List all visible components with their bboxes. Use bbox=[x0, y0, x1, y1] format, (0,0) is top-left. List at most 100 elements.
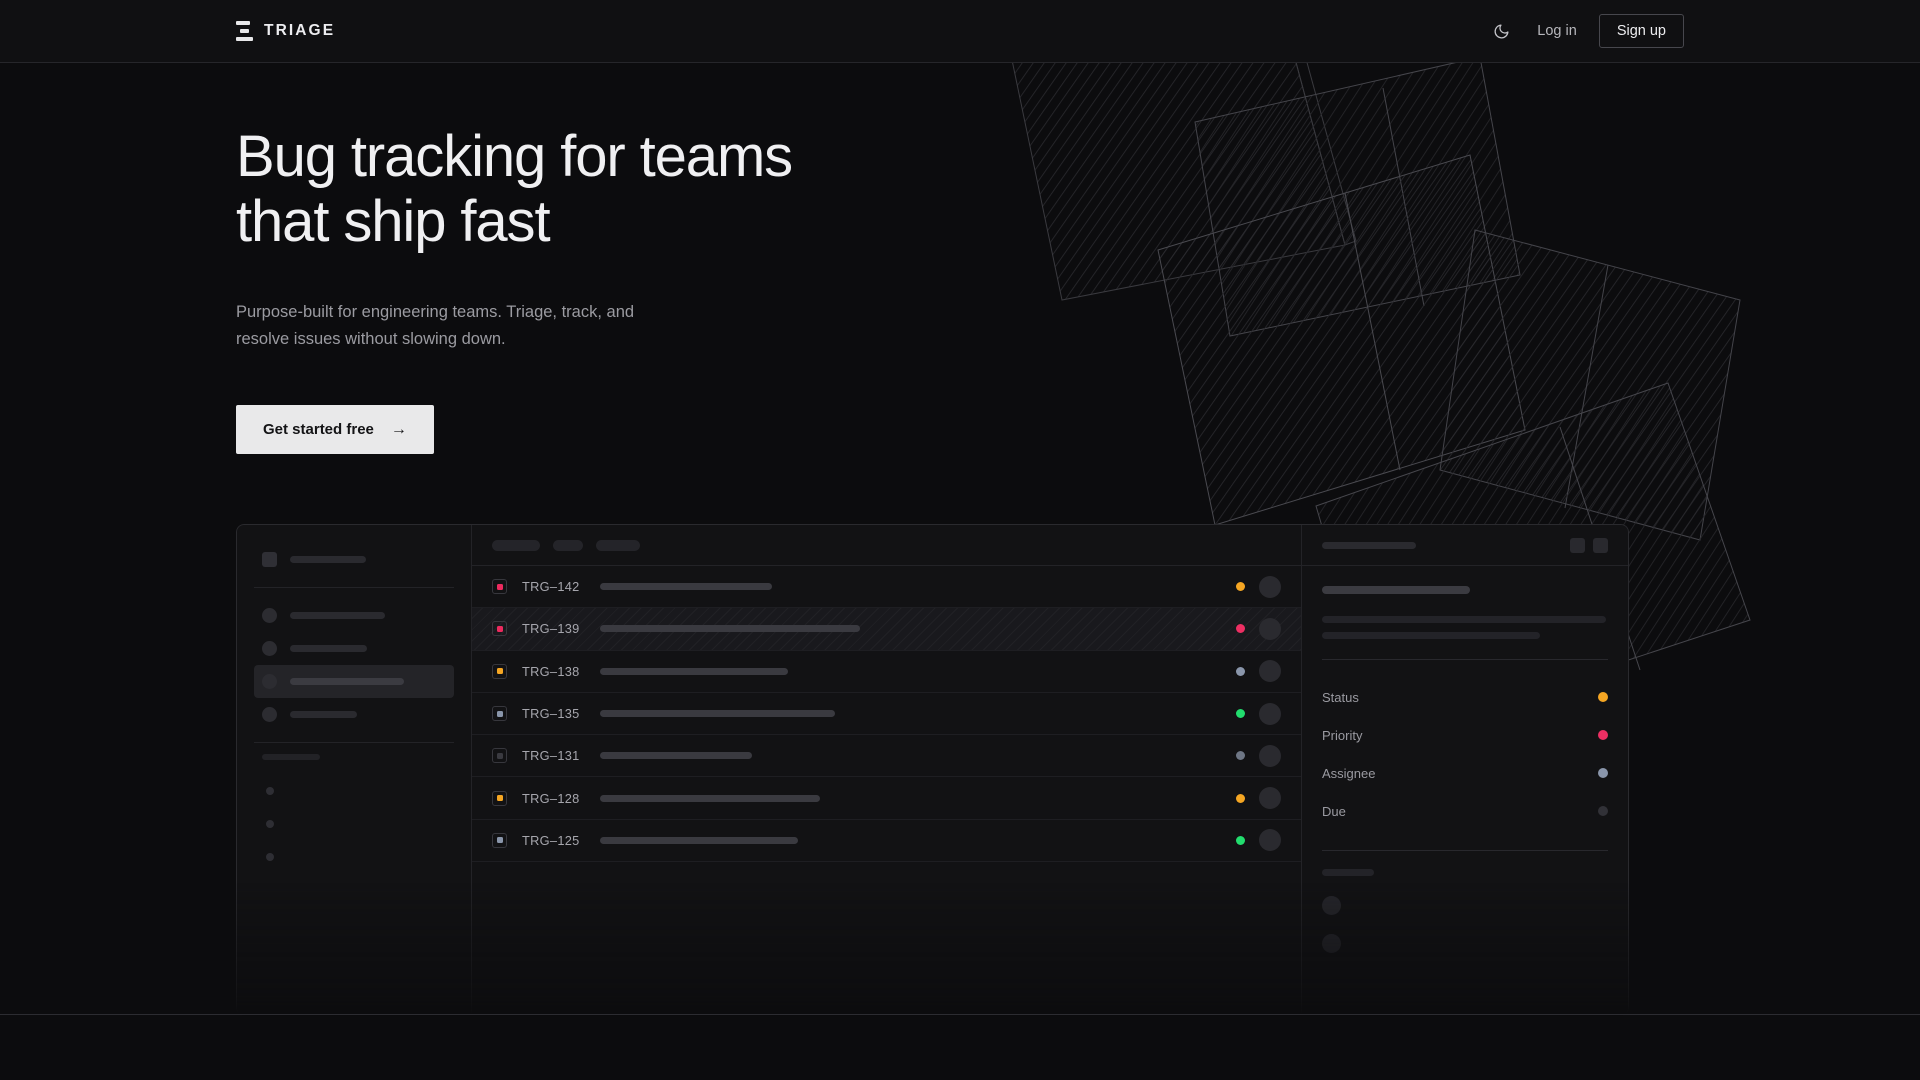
square-action-icon[interactable] bbox=[1570, 537, 1585, 553]
priority-icon[interactable] bbox=[492, 790, 507, 806]
toolbar-control-2[interactable] bbox=[596, 539, 640, 551]
avatar[interactable] bbox=[1259, 744, 1281, 767]
detail-title-skeleton bbox=[1322, 586, 1470, 594]
priority-icon[interactable] bbox=[492, 706, 507, 722]
issue-id: TRG–142 bbox=[522, 579, 580, 595]
sidebar-item-icon bbox=[262, 608, 277, 623]
detail-field-label: Due bbox=[1322, 803, 1346, 819]
status-badge[interactable] bbox=[1236, 709, 1245, 719]
row-meta bbox=[1236, 829, 1281, 852]
detail-field-due[interactable]: Due bbox=[1322, 792, 1608, 830]
table-row[interactable]: TRG–125 bbox=[472, 820, 1301, 863]
sidebar-item-2[interactable] bbox=[254, 665, 454, 698]
detail-divider bbox=[1322, 659, 1608, 660]
site-header: TRIAGE Log in Sign up bbox=[0, 0, 1920, 63]
toolbar-control-0[interactable] bbox=[492, 539, 540, 551]
row-meta bbox=[1236, 617, 1281, 640]
avatar[interactable] bbox=[1259, 829, 1281, 852]
issue-title-skeleton bbox=[600, 836, 798, 844]
row-meta bbox=[1236, 787, 1281, 810]
preview-sidebar bbox=[237, 525, 472, 1015]
workspace-switcher[interactable] bbox=[254, 543, 454, 576]
priority-icon[interactable] bbox=[492, 832, 507, 848]
bullet-icon bbox=[266, 786, 274, 795]
status-badge[interactable] bbox=[1236, 751, 1245, 761]
row-meta bbox=[1236, 744, 1281, 767]
sidebar-group-item-1[interactable] bbox=[254, 807, 454, 840]
deco-panel-lower bbox=[1439, 229, 1741, 541]
login-link[interactable]: Log in bbox=[1537, 23, 1577, 39]
toolbar-control-1[interactable] bbox=[553, 539, 583, 551]
table-row[interactable]: TRG–142 bbox=[472, 566, 1301, 609]
sidebar-group-item-0[interactable] bbox=[254, 774, 454, 807]
priority-icon[interactable] bbox=[492, 748, 507, 764]
row-meta bbox=[1236, 575, 1281, 598]
bars-logo-icon bbox=[236, 21, 253, 41]
sidebar-item-0[interactable] bbox=[254, 599, 454, 632]
sidebar-item-label-skeleton bbox=[290, 678, 404, 685]
hero-section: Bug tracking for teams that ship fast Pu… bbox=[236, 124, 793, 455]
sidebar-group-item-2[interactable] bbox=[254, 840, 454, 873]
square-action-icon[interactable] bbox=[1593, 537, 1608, 553]
table-row[interactable]: TRG–138 bbox=[472, 651, 1301, 693]
table-row[interactable]: TRG–128 bbox=[472, 777, 1301, 820]
bullet-icon bbox=[266, 852, 274, 861]
table-row[interactable]: TRG–139 bbox=[472, 608, 1301, 651]
avatar[interactable] bbox=[1259, 702, 1281, 725]
table-row[interactable]: TRG–135 bbox=[472, 693, 1301, 736]
list-toolbar bbox=[472, 525, 1301, 566]
issue-title-skeleton bbox=[600, 583, 772, 591]
sidebar-item-label-skeleton bbox=[290, 645, 367, 652]
logo[interactable]: TRIAGE bbox=[236, 21, 335, 41]
issue-id: TRG–131 bbox=[522, 748, 580, 764]
get-started-button[interactable]: Get started free → bbox=[236, 405, 434, 455]
comment-row bbox=[1322, 924, 1608, 962]
detail-field-value-dot bbox=[1598, 730, 1608, 740]
avatar[interactable] bbox=[1259, 787, 1281, 810]
detail-divider-2 bbox=[1322, 850, 1608, 851]
priority-icon[interactable] bbox=[492, 579, 507, 595]
detail-field-value-dot bbox=[1598, 806, 1608, 816]
issue-id: TRG–125 bbox=[522, 832, 580, 848]
detail-field-label: Status bbox=[1322, 689, 1359, 705]
sidebar-item-3[interactable] bbox=[254, 698, 454, 731]
sidebar-item-1[interactable] bbox=[254, 632, 454, 665]
table-row[interactable]: TRG–131 bbox=[472, 735, 1301, 778]
avatar[interactable] bbox=[1259, 575, 1281, 598]
detail-header bbox=[1302, 525, 1628, 566]
avatar bbox=[1322, 933, 1341, 953]
comments-label-skeleton bbox=[1322, 869, 1374, 876]
sidebar-group-items bbox=[254, 774, 454, 873]
hero-subheading: Purpose-built for engineering teams. Tri… bbox=[236, 302, 635, 348]
status-badge[interactable] bbox=[1236, 835, 1245, 845]
workspace-icon bbox=[262, 552, 277, 567]
sidebar-nav bbox=[254, 599, 454, 731]
status-badge[interactable] bbox=[1236, 624, 1245, 634]
header-nav: Log in Sign up bbox=[1487, 14, 1684, 48]
detail-field-label: Priority bbox=[1322, 727, 1363, 743]
signup-button[interactable]: Sign up bbox=[1598, 14, 1684, 48]
issue-id: TRG–139 bbox=[522, 621, 580, 637]
sidebar-divider-2 bbox=[254, 742, 454, 743]
workspace-label-skeleton bbox=[290, 556, 366, 563]
detail-header-actions bbox=[1570, 537, 1608, 553]
issue-id: TRG–128 bbox=[522, 790, 580, 806]
avatar[interactable] bbox=[1259, 617, 1281, 640]
moon-icon[interactable] bbox=[1487, 17, 1515, 45]
priority-icon[interactable] bbox=[492, 621, 507, 637]
comment-row bbox=[1322, 886, 1608, 924]
detail-field-status[interactable]: Status bbox=[1322, 678, 1608, 716]
detail-field-priority[interactable]: Priority bbox=[1322, 716, 1608, 754]
detail-field-assignee[interactable]: Assignee bbox=[1322, 754, 1608, 792]
avatar[interactable] bbox=[1259, 660, 1281, 683]
issue-title-skeleton bbox=[600, 625, 860, 633]
status-badge[interactable] bbox=[1236, 582, 1245, 592]
priority-icon[interactable] bbox=[492, 663, 507, 679]
status-badge[interactable] bbox=[1236, 666, 1245, 676]
status-badge[interactable] bbox=[1236, 793, 1245, 803]
